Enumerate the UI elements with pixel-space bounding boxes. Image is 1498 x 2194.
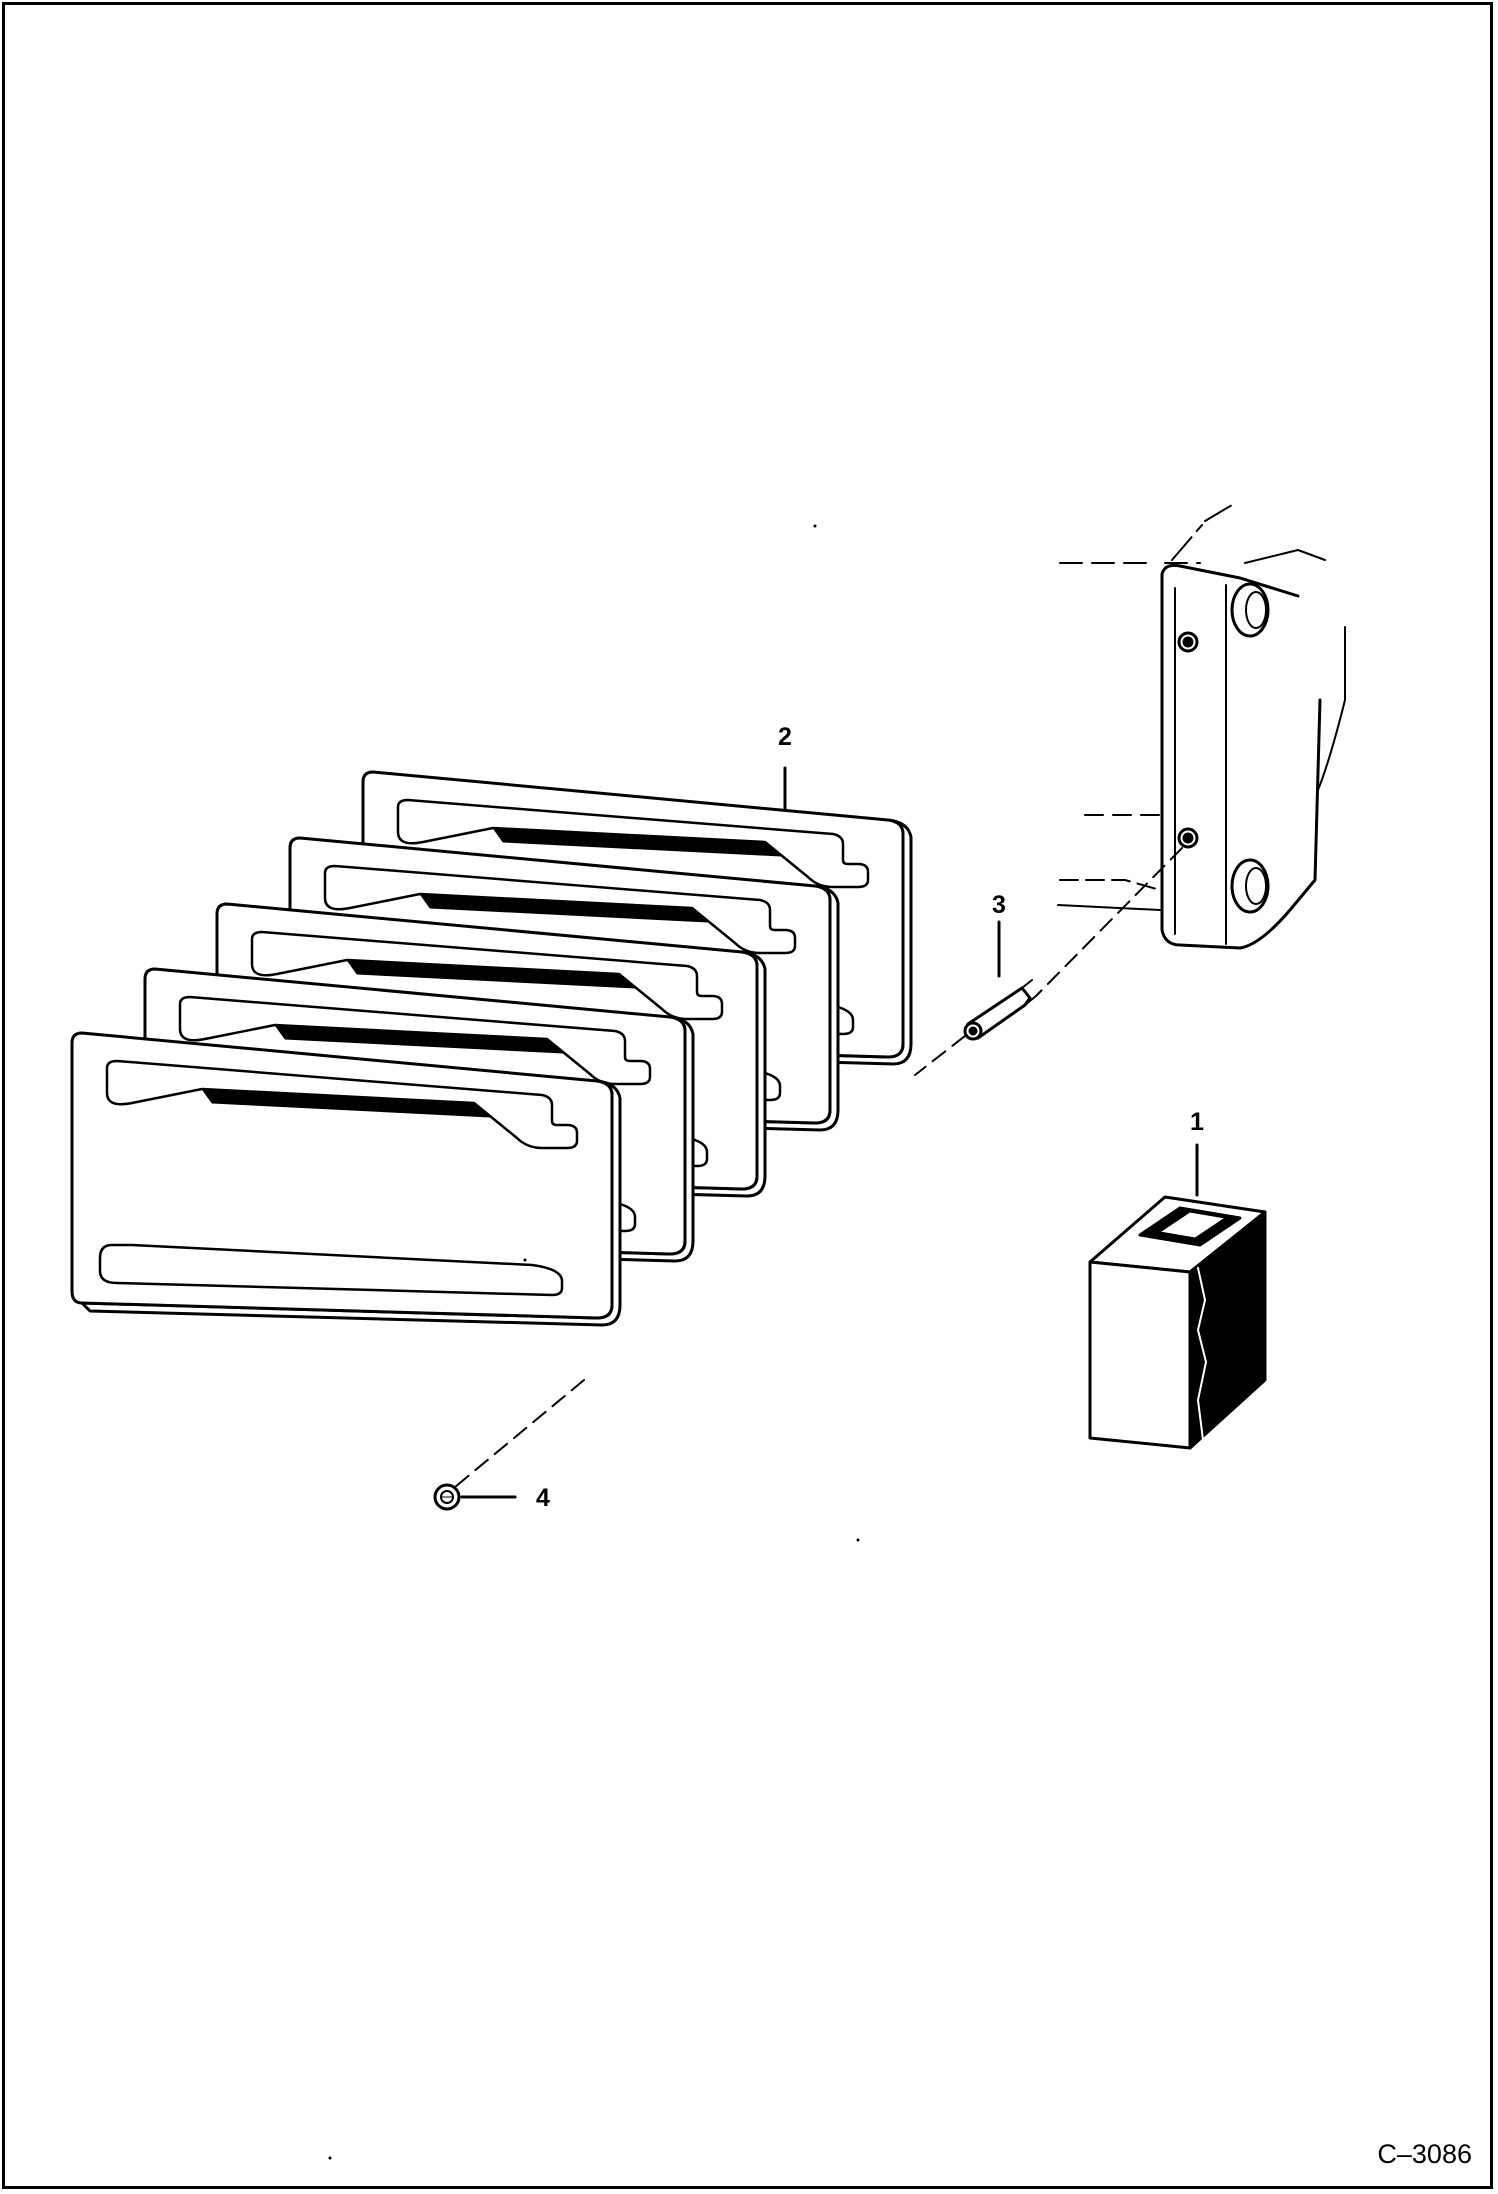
machine-frame-corner [1057, 504, 1346, 950]
weight-plate-stack [70, 770, 913, 1327]
callout-3: 3 [992, 891, 1006, 919]
callout-2: 2 [778, 723, 792, 751]
leader-lines [454, 766, 1199, 1499]
callout-1: 1 [1190, 1108, 1204, 1136]
threaded-stud-icon [963, 979, 1037, 1041]
callout-4: 4 [536, 1484, 550, 1512]
scan-specks [328, 524, 860, 2160]
weight-plate-1 [70, 1031, 622, 1327]
nut-icon [433, 1483, 461, 1511]
figure-id: C–3086 [1377, 2139, 1472, 2169]
battery-block-icon [1088, 1195, 1267, 1450]
callout-labels: 1 2 3 4 [536, 723, 1204, 1512]
